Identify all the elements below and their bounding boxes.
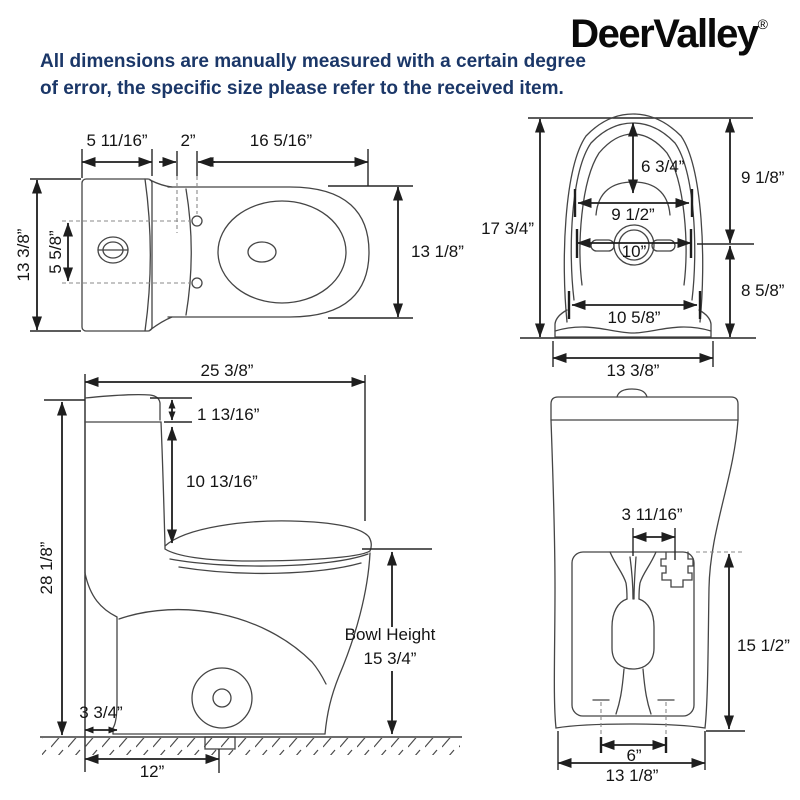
dim-label-outlet: 10” (622, 242, 647, 261)
arch-outer (563, 113, 704, 323)
dim-label-total-height: 28 1/8” (37, 541, 56, 594)
dim-label-bowl-height-value: 15 3/4” (364, 649, 417, 668)
bowl-underbelly (118, 609, 327, 685)
measurement-disclaimer: All dimensions are manually measured wit… (40, 48, 586, 102)
dim-label-lid-height: 1 13/16” (197, 405, 260, 424)
brand-name: DeerValley (570, 12, 759, 56)
bowl-front-slope (324, 552, 371, 735)
dim-label-rough-in: 12” (140, 762, 165, 781)
bolt-slot-right (651, 239, 676, 252)
back-view-drawing: 3 11/16” 15 1/2” 6” 13 1/8” (550, 388, 790, 785)
dim-label-total-height: 17 3/4” (481, 219, 534, 238)
trapway-lower-right (642, 668, 652, 715)
side-view-drawing: 25 3/8” 1 13/16” 10 13/16” 28 1/8” 3 3/4… (37, 361, 462, 781)
dim-label-tank-depth: 5 11/16” (86, 131, 147, 150)
disclaimer-line-1: All dimensions are manually measured wit… (40, 51, 586, 72)
transition-top-edge (149, 179, 173, 188)
dim-label-gap: 2” (180, 131, 195, 150)
ground-hatching (42, 738, 460, 755)
rear-view-drawing: 17 3/4” 6 3/4” 9 1/8” 9 1/2” 10” 8 5/8” … (481, 113, 785, 380)
disclaimer-line-2: of error, the specific size please refer… (40, 78, 564, 99)
trapway-strand (629, 556, 634, 600)
tank-front-curve (144, 178, 151, 332)
body-outline-back-view (550, 396, 739, 729)
dim-label-total-width: 13 3/8” (14, 228, 33, 281)
dim-label-bowl-height-title: Bowl Height (345, 625, 436, 644)
dim-label-back-gap: 3 3/4” (79, 703, 123, 722)
dim-label-base-width: 13 3/8” (607, 361, 660, 380)
trapway-capsule (611, 598, 655, 670)
seat-bolt-hole-top (191, 215, 203, 227)
dim-label-tank-height: 10 13/16” (186, 472, 258, 491)
dim-label-panel-height: 15 1/2” (737, 636, 790, 655)
bowl-outline-top-view (167, 186, 370, 318)
dim-label-bowl-width: 13 1/8” (411, 242, 464, 261)
trapway-funnel-right (638, 551, 657, 600)
registered-trademark-icon: ® (757, 16, 768, 32)
transition-bottom-edge (149, 316, 173, 331)
pedestal-back (84, 572, 118, 735)
trapway-strand (633, 556, 637, 600)
dim-label-total-depth: 25 3/8” (201, 361, 254, 380)
dim-label-base-width-back: 13 1/8” (606, 766, 659, 785)
trap-cap-center (212, 688, 232, 708)
top-view-drawing: 5 11/16” 2” 16 5/16” 13 3/8” 5 5/8” 13 1… (14, 131, 464, 332)
dim-label-button-span: 5 5/8” (46, 230, 65, 274)
tank-button-bump (616, 388, 648, 398)
trap-cap-circle (191, 667, 253, 729)
dim-label-bolt-span: 6” (626, 746, 641, 765)
drain-hole (247, 241, 277, 263)
seat-back-contour (185, 188, 192, 316)
dim-label-inner-width: 9 1/2” (611, 205, 655, 224)
base-outline (554, 309, 712, 338)
trapway-funnel-left (609, 551, 628, 600)
base-wave (554, 326, 712, 334)
seat-side-view (164, 520, 372, 562)
dim-label-bowl-length: 16 5/16” (250, 131, 313, 150)
brand-logo: DeerValley® (570, 12, 768, 57)
dim-label-base-inner-width: 10 5/8” (608, 308, 661, 327)
trapway-lower-left (615, 668, 625, 715)
bolt-slot-left (590, 239, 615, 252)
tank-front-side-view (160, 421, 166, 547)
fill-valve-shape (660, 551, 694, 588)
dim-label-dome-depth: 6 3/4” (641, 157, 685, 176)
dim-label-lower-height: 8 5/8” (741, 281, 785, 300)
seat-bolt-hole-bottom (191, 277, 203, 289)
recessed-panel (571, 551, 695, 717)
tank-outline-top-view (81, 178, 153, 332)
tank-top-side-view (84, 393, 161, 421)
bowl-rim-line (178, 562, 362, 575)
seat-opening (217, 200, 347, 304)
dim-label-upper-height: 9 1/8” (741, 168, 785, 187)
seat-rim-line (169, 553, 369, 567)
dim-label-valve-offset: 3 11/16” (621, 505, 682, 524)
